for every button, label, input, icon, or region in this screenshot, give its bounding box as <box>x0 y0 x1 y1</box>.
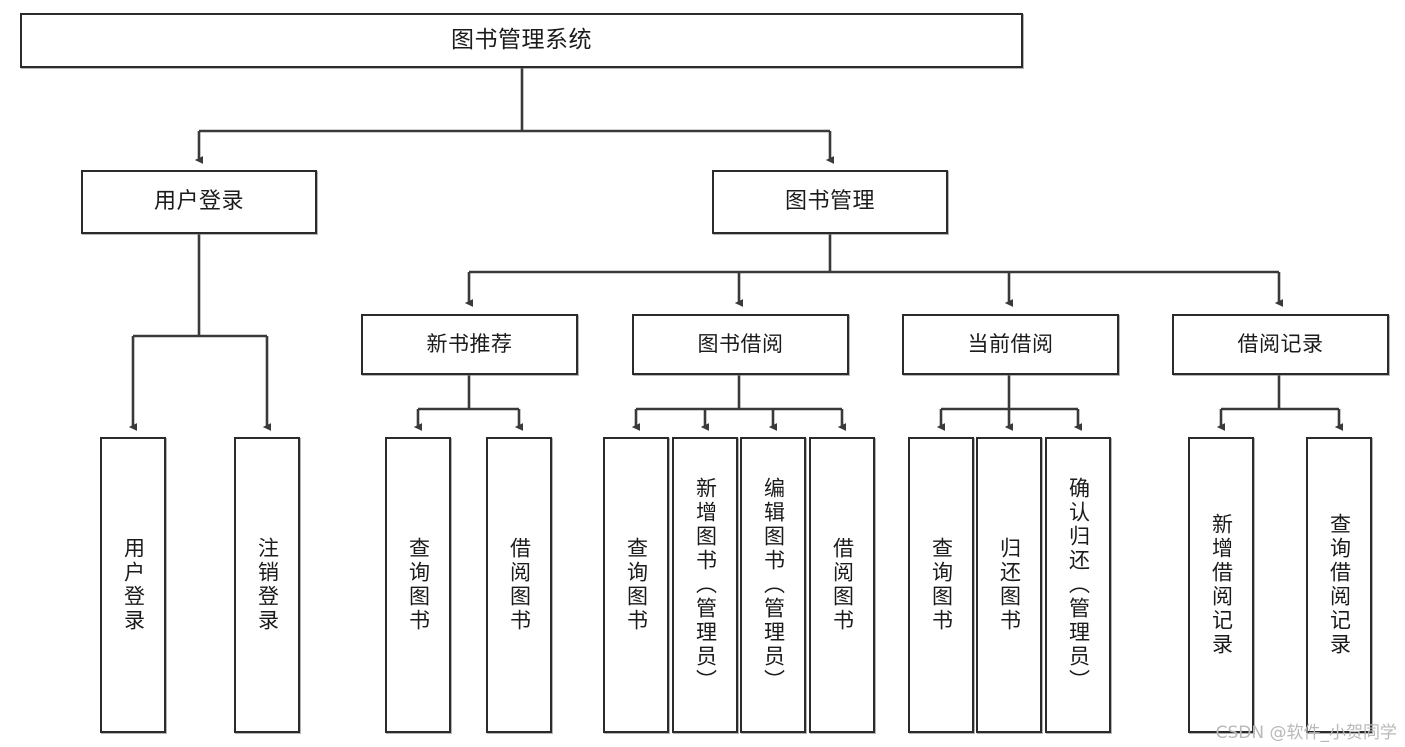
node-leaf-borrow-book-1[interactable]: 借阅图书 <box>486 437 552 733</box>
node-book-borrow[interactable]: 图书借阅 <box>632 314 849 375</box>
node-leaf-logout-login-label: 注销登录 <box>255 537 280 633</box>
node-leaf-logout-login[interactable]: 注销登录 <box>234 437 300 733</box>
node-leaf-edit-book-admin[interactable]: 编辑图书（管理员） <box>740 437 806 733</box>
node-leaf-query-borrow-record[interactable]: 查询借阅记录 <box>1306 437 1372 733</box>
node-leaf-borrow-book-2-label: 借阅图书 <box>830 537 855 633</box>
node-leaf-query-book-3-label: 查询图书 <box>929 537 954 633</box>
node-current-borrow[interactable]: 当前借阅 <box>902 314 1119 375</box>
node-current-borrow-label: 当前借阅 <box>967 332 1054 357</box>
node-leaf-borrow-book-1-label: 借阅图书 <box>507 537 532 633</box>
node-book-management-label: 图书管理 <box>784 189 875 215</box>
node-root-label: 图书管理系统 <box>451 26 592 53</box>
node-leaf-add-borrow-record[interactable]: 新增借阅记录 <box>1188 437 1254 733</box>
node-leaf-borrow-book-2[interactable]: 借阅图书 <box>809 437 875 733</box>
node-leaf-add-borrow-record-label: 新增借阅记录 <box>1209 513 1234 657</box>
node-leaf-query-book-3[interactable]: 查询图书 <box>908 437 974 733</box>
node-leaf-query-book-1-label: 查询图书 <box>406 537 431 633</box>
node-borrow-record-label: 借阅记录 <box>1237 332 1324 357</box>
node-new-book-recommend[interactable]: 新书推荐 <box>361 314 578 375</box>
node-new-book-recommend-label: 新书推荐 <box>426 332 513 357</box>
csdn-watermark: CSDN @软件_小贺同学 <box>1215 723 1397 743</box>
node-leaf-query-book-1[interactable]: 查询图书 <box>385 437 451 733</box>
node-leaf-add-book-admin-label: 新增图书（管理员） <box>693 477 718 693</box>
node-leaf-query-borrow-record-label: 查询借阅记录 <box>1327 513 1352 657</box>
node-leaf-return-book-label: 归还图书 <box>997 537 1022 633</box>
node-leaf-return-book[interactable]: 归还图书 <box>976 437 1042 733</box>
node-borrow-record[interactable]: 借阅记录 <box>1172 314 1389 375</box>
node-leaf-user-login-label: 用户登录 <box>121 537 146 633</box>
node-leaf-query-book-2-label: 查询图书 <box>624 537 649 633</box>
node-leaf-user-login[interactable]: 用户登录 <box>100 437 166 733</box>
node-leaf-confirm-return-admin[interactable]: 确认归还（管理员） <box>1045 437 1111 733</box>
node-user-login[interactable]: 用户登录 <box>81 170 317 234</box>
node-user-login-label: 用户登录 <box>153 189 244 215</box>
node-leaf-add-book-admin[interactable]: 新增图书（管理员） <box>672 437 738 733</box>
node-leaf-confirm-return-admin-label: 确认归还（管理员） <box>1066 477 1091 693</box>
node-book-management[interactable]: 图书管理 <box>712 170 948 234</box>
node-leaf-edit-book-admin-label: 编辑图书（管理员） <box>761 477 786 693</box>
node-root[interactable]: 图书管理系统 <box>20 13 1023 68</box>
node-book-borrow-label: 图书借阅 <box>697 332 784 357</box>
node-leaf-query-book-2[interactable]: 查询图书 <box>603 437 669 733</box>
